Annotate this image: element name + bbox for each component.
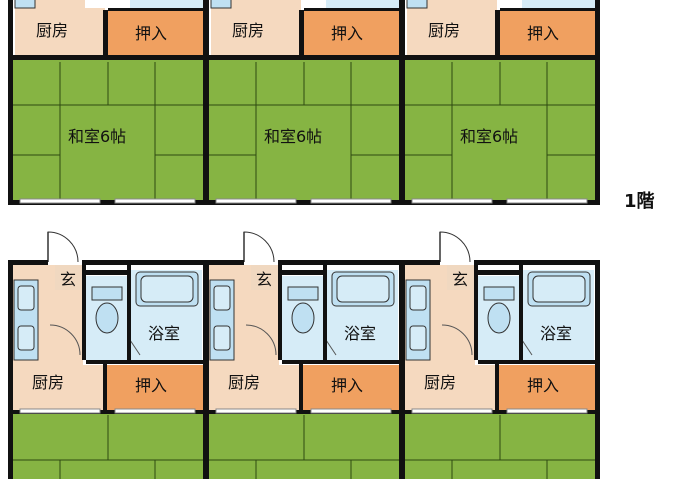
toilet-icon bbox=[287, 286, 319, 334]
unit-top-1: 厨房 押入 和室6帖 bbox=[8, 0, 208, 205]
unit-top-3: 厨房 押入 和室6帖 bbox=[400, 0, 600, 205]
unit-bottom-3: 玄 浴室 厨房 押入 bbox=[400, 231, 600, 479]
closet-label: 押入 bbox=[331, 376, 363, 395]
toilet-icon bbox=[91, 286, 123, 334]
entrance-label: 玄 bbox=[60, 270, 76, 289]
sink-icon bbox=[209, 279, 235, 361]
unit-bottom-1: 玄 浴室 厨房 押入 bbox=[8, 231, 208, 479]
kitchen-label: 厨房 bbox=[228, 373, 260, 392]
bathtub-icon bbox=[135, 271, 199, 307]
bathtub-icon bbox=[331, 271, 395, 307]
kitchen-label: 厨房 bbox=[232, 21, 264, 40]
door-swing-icon bbox=[439, 231, 471, 263]
kitchen-label: 厨房 bbox=[428, 21, 460, 40]
japanese-room-label: 和室6帖 bbox=[460, 127, 518, 146]
kitchen-label: 厨房 bbox=[424, 373, 456, 392]
floor-label: 1階 bbox=[624, 191, 655, 212]
toilet-icon bbox=[483, 286, 515, 334]
kitchen-label: 厨房 bbox=[32, 373, 64, 392]
kitchen-label: 厨房 bbox=[36, 21, 68, 40]
japanese-room-label: 和室6帖 bbox=[68, 127, 126, 146]
closet-label: 押入 bbox=[527, 24, 559, 43]
unit-top-2: 厨房 押入 和室6帖 bbox=[204, 0, 404, 205]
closet-label: 押入 bbox=[331, 24, 363, 43]
unit-bottom-2: 玄 浴室 厨房 押入 bbox=[204, 231, 404, 479]
sink-icon bbox=[405, 279, 431, 361]
closet-label: 押入 bbox=[135, 376, 167, 395]
door-swing-icon bbox=[47, 231, 79, 263]
closet-label: 押入 bbox=[527, 376, 559, 395]
bathtub-icon bbox=[527, 271, 591, 307]
closet-label: 押入 bbox=[135, 24, 167, 43]
entrance-label: 玄 bbox=[256, 270, 272, 289]
bath-label: 浴室 bbox=[540, 324, 572, 343]
bath-label: 浴室 bbox=[344, 324, 376, 343]
door-swing-icon bbox=[243, 231, 275, 263]
bath-label: 浴室 bbox=[148, 324, 180, 343]
sink-icon bbox=[13, 279, 39, 361]
japanese-room-label: 和室6帖 bbox=[264, 127, 322, 146]
entrance-label: 玄 bbox=[452, 270, 468, 289]
